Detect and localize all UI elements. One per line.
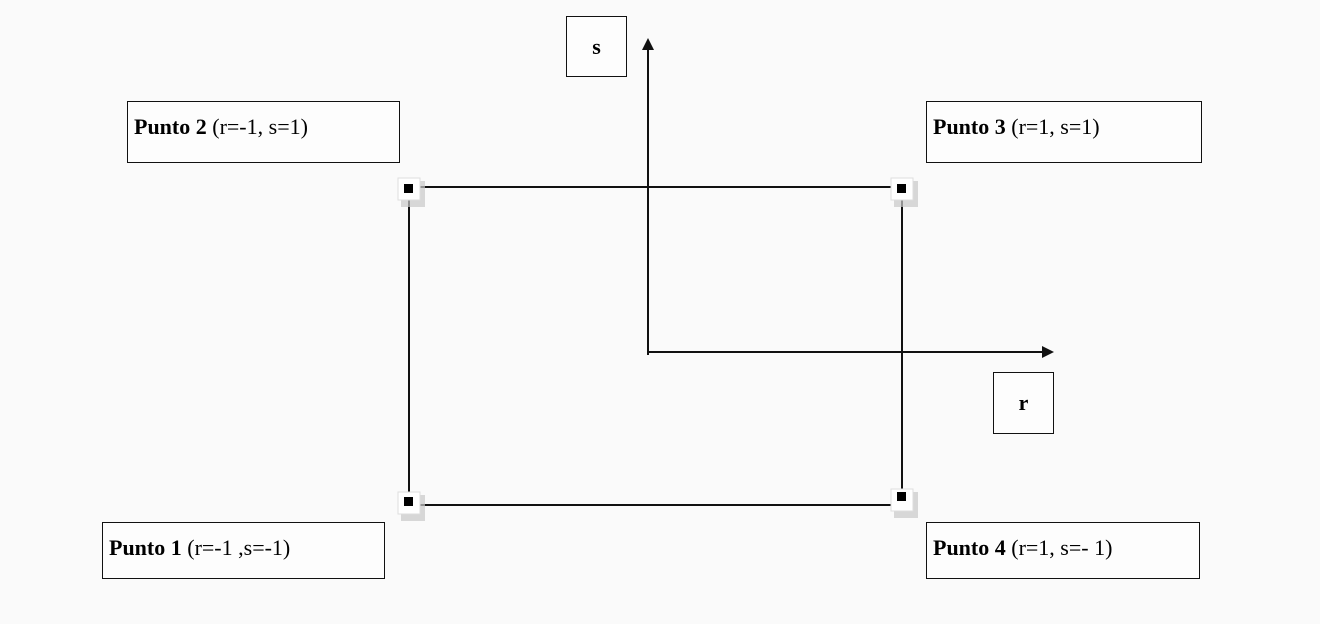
point-3-coords: (r=1, s=1) <box>1011 114 1100 139</box>
point-1-label: Punto 1 (r=-1 ,s=-1) <box>102 522 385 579</box>
r-axis-label: r <box>993 372 1054 434</box>
point-2-label: Punto 2 (r=-1, s=1) <box>127 101 400 163</box>
r-axis-label-text: r <box>1018 390 1029 415</box>
node-marker-1 <box>397 491 425 521</box>
point-1-coords: (r=-1 ,s=-1) <box>187 535 291 560</box>
node-marker-2 <box>397 177 425 207</box>
node-marker-4 <box>890 488 918 518</box>
node-marker-3 <box>890 177 918 207</box>
point-4-label: Punto 4 (r=1, s=- 1) <box>926 522 1200 579</box>
point-3-label: Punto 3 (r=1, s=1) <box>926 101 1202 163</box>
point-3-name: Punto 3 <box>933 114 1006 139</box>
point-2-name: Punto 2 <box>134 114 207 139</box>
s-axis-label: s <box>566 16 627 77</box>
point-4-coords: (r=1, s=- 1) <box>1011 535 1113 560</box>
point-4-name: Punto 4 <box>933 535 1006 560</box>
s-axis-label-text: s <box>592 33 601 59</box>
point-2-coords: (r=-1, s=1) <box>212 114 308 139</box>
point-1-name: Punto 1 <box>109 535 182 560</box>
